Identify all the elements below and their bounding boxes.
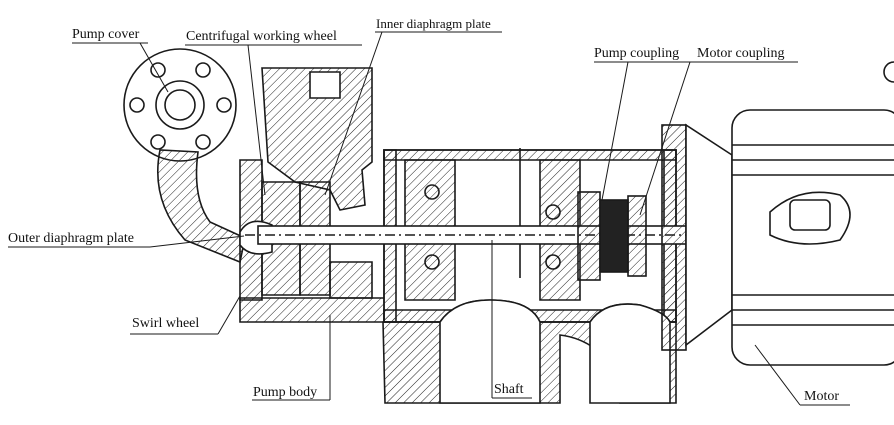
label-motor: Motor (804, 389, 839, 404)
label-pump-body: Pump body (253, 385, 318, 400)
label-inner-diaphragm-plate: Inner diaphragm plate (376, 16, 491, 31)
label-outer-diaphragm-plate: Outer diaphragm plate (8, 231, 134, 246)
couplings (577, 124, 687, 351)
label-shaft: Shaft (494, 382, 524, 397)
leader-lines (8, 31, 850, 406)
label-motor-coupling: Motor coupling (697, 46, 785, 61)
label-centrifugal-working-wheel: Centrifugal working wheel (186, 29, 337, 44)
pump-body (239, 67, 386, 323)
pump-cover (123, 48, 246, 264)
label-pump-cover: Pump cover (72, 27, 140, 42)
motor (685, 61, 894, 366)
label-pump-coupling: Pump coupling (594, 46, 680, 61)
label-swirl-wheel: Swirl wheel (132, 316, 200, 331)
